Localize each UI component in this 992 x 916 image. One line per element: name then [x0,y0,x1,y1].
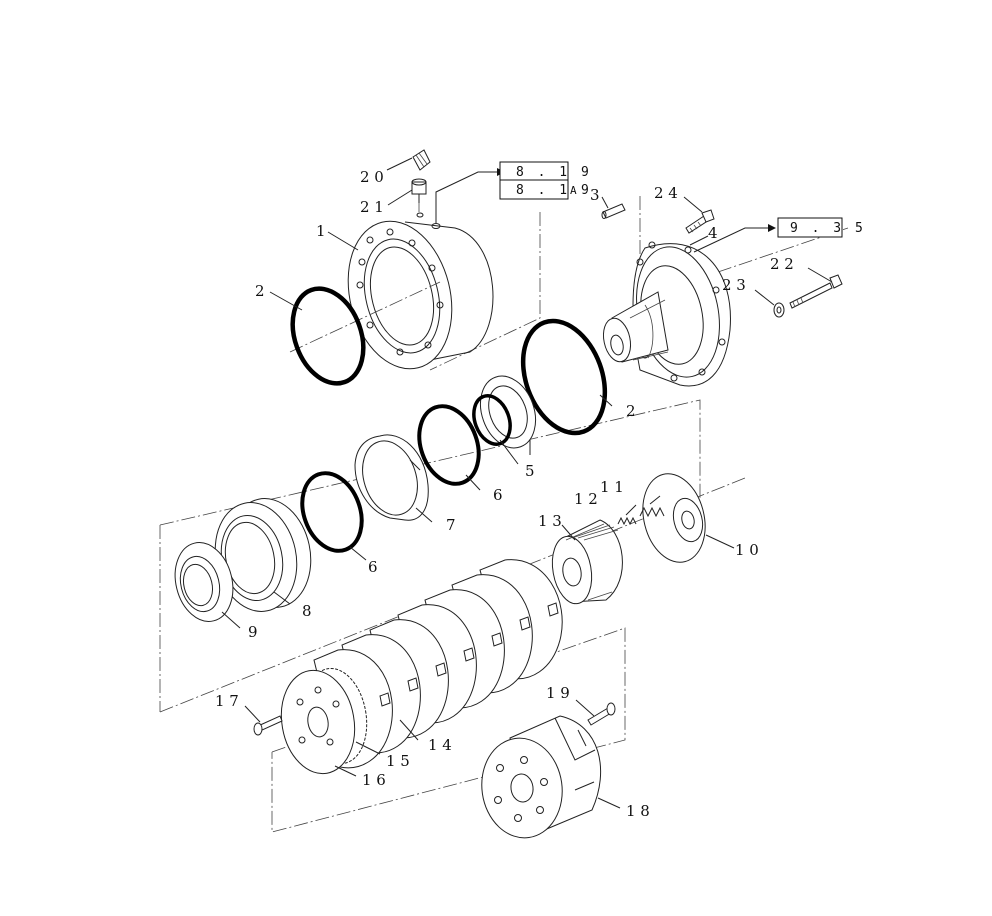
part-18-basket-drum [481,715,602,839]
part-5-seal-retainer [472,375,537,449]
callout-2-right: 2 [626,402,636,420]
part-24-bolt [685,209,715,234]
callout-16: 1 6 [362,771,386,789]
callout-13: 1 3 [538,512,562,530]
reference-text-9-35: 9 . 3 5 [790,221,866,236]
callout-18: 1 8 [626,802,650,820]
reference-text-8-19a: 8 . 1 9 [516,183,592,198]
callout-6-lower: 6 [368,558,378,576]
callout-2-left: 2 [255,282,265,300]
callout-12: 1 2 [574,490,598,508]
callout-leader-lines [221,157,833,809]
callout-15: 1 5 [386,752,410,770]
callout-6-upper: 6 [493,486,503,504]
reference-box-9-35[interactable]: 9 . 3 5 [777,217,866,238]
part-9-ring-plate [174,542,234,622]
part-1-housing [289,212,494,370]
part-20-breather-cap [412,149,431,171]
callout-10: 1 0 [735,541,759,559]
part-3-dowel-pin [601,203,626,219]
part-19-screw [587,702,616,726]
part-12-spring [617,516,637,526]
callout-9: 9 [248,623,258,641]
callout-5: 5 [525,462,535,480]
part-11-spring [639,506,665,518]
part-23-washer [773,302,785,318]
callout-19: 1 9 [546,684,570,702]
part-21-fitting [411,178,427,212]
callout-3: 3 [590,186,600,204]
callout-23: 2 3 [722,276,746,294]
callout-11: 1 1 [600,478,624,496]
callout-22: 2 2 [770,255,794,273]
callout-17: 1 7 [215,692,239,710]
reference-box-8-19[interactable]: 8 . 1 9 [499,161,592,181]
part-22-long-bolt [789,274,843,309]
reference-text-8-19: 8 . 1 9 [516,165,592,180]
callout-1: 1 [316,222,326,240]
part-13-gear-hub [551,519,623,605]
reference-box-8-19a[interactable]: 8 . 1 9 A [499,179,592,200]
part-8-piston [214,498,312,612]
reference-suffix-a: A [570,184,577,197]
callout-7: 7 [446,516,456,534]
part-7-split-ring [354,434,429,521]
part-10-flange [642,473,706,563]
part-6-o-rings [300,404,481,553]
callout-labels: 1 2 2 3 4 5 6 6 7 8 9 1 0 1 1 1 2 1 3 1 … [215,168,794,820]
part-16-pressure-plate [280,669,356,775]
callout-14: 1 4 [428,736,452,754]
part-4-end-cover [602,241,731,387]
callout-20: 2 0 [360,168,384,186]
callout-8: 8 [302,602,312,620]
part-2-o-rings [290,286,608,436]
callout-21: 2 1 [360,198,384,216]
part-17-screw [253,715,283,736]
callout-4: 4 [708,224,718,242]
callout-24: 2 4 [654,184,678,202]
